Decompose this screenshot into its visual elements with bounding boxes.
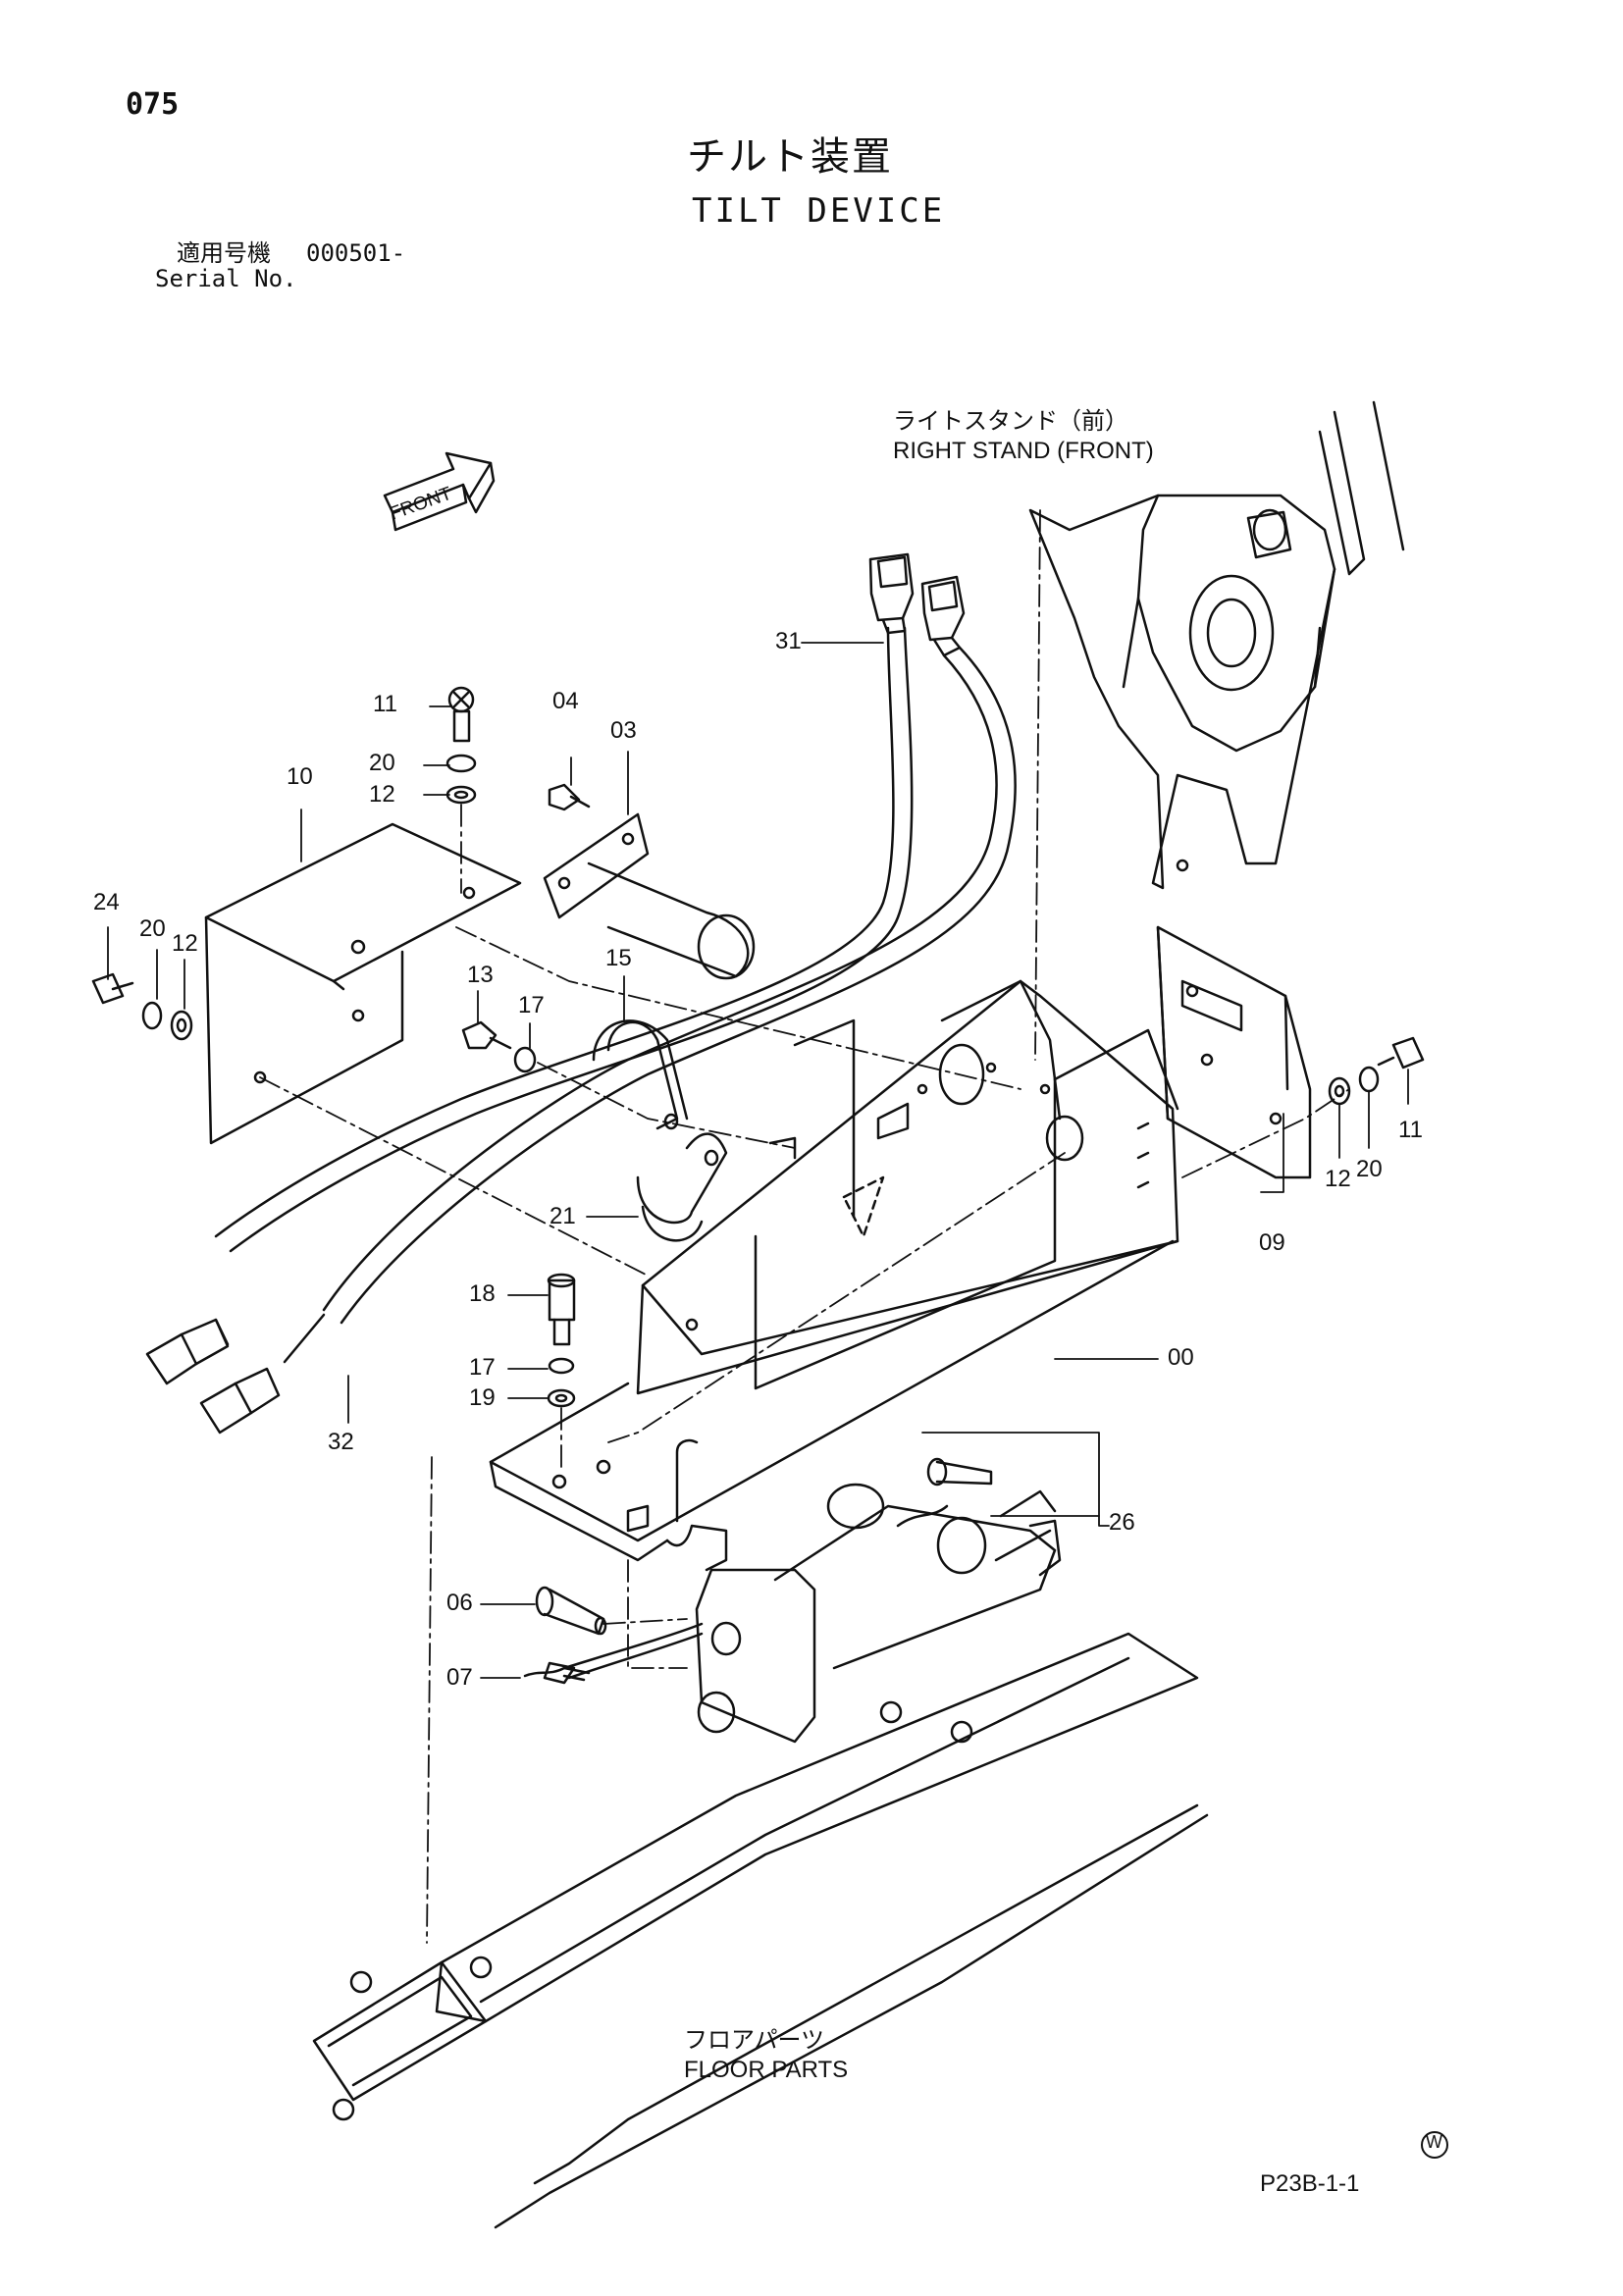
- callout-21: 21: [550, 1203, 576, 1229]
- plate-10: [204, 822, 522, 1145]
- shaft-03: [543, 783, 756, 980]
- bolt-24: [91, 972, 193, 1041]
- callout-00: 00: [1168, 1344, 1194, 1371]
- clamp-21: [636, 1132, 728, 1242]
- main-bracket-00: [489, 979, 1179, 1572]
- callout-11-right: 11: [1398, 1117, 1423, 1143]
- w-mark-icon: [1421, 2131, 1448, 2159]
- callout-07: 07: [446, 1664, 473, 1691]
- callout-12-right: 12: [1325, 1166, 1351, 1192]
- serial-value: 000501-: [306, 239, 406, 267]
- callout-04: 04: [552, 688, 579, 714]
- callout-10: 10: [287, 763, 313, 790]
- callout-06: 06: [446, 1590, 473, 1616]
- pin-set-26: [896, 1457, 1052, 1562]
- title-english: TILT DEVICE: [692, 191, 946, 231]
- front-arrow-icon: FRONT: [383, 451, 496, 532]
- drawing-code: P23B-1-1: [1260, 2170, 1360, 2197]
- callout-12-top: 12: [369, 781, 395, 808]
- callout-20-left: 20: [139, 915, 166, 942]
- bolt-13: [461, 1020, 537, 1073]
- right-stand-label-japanese: ライトスタンド（前）: [893, 408, 1128, 435]
- right-stand-bracket: [1028, 400, 1405, 890]
- clamp-15: [592, 1019, 689, 1130]
- floor-parts: [312, 1632, 1209, 2229]
- wire-harness-31: [145, 552, 1017, 1435]
- leader-lines: [107, 642, 1409, 1679]
- callout-20-top: 20: [369, 750, 395, 776]
- callout-31: 31: [775, 628, 802, 654]
- center-lines: [259, 509, 1350, 1944]
- bolt-11-top: [445, 686, 477, 805]
- callout-32: 32: [328, 1429, 354, 1455]
- tilt-actuator: [543, 1483, 1062, 1744]
- callout-11-top: 11: [373, 691, 397, 717]
- callout-03: 03: [610, 717, 637, 744]
- callout-26: 26: [1109, 1509, 1135, 1536]
- floor-parts-label-japanese: フロアパーツ: [684, 2027, 825, 2054]
- floor-parts-label-english: FLOOR PARTS: [684, 2057, 849, 2083]
- callout-20-right: 20: [1356, 1156, 1383, 1182]
- right-stand-label-english: RIGHT STAND (FRONT): [893, 438, 1154, 464]
- w-mark-letter: W: [1426, 2132, 1442, 2152]
- callout-12-left: 12: [172, 930, 198, 957]
- callout-19: 19: [469, 1384, 496, 1411]
- plate-09: [1156, 925, 1312, 1179]
- title-japanese: チルト装置: [687, 134, 893, 180]
- callout-09: 09: [1259, 1229, 1285, 1256]
- bolt-18: [547, 1273, 576, 1408]
- page-number: 075: [126, 87, 180, 122]
- pin-06: [523, 1586, 607, 1678]
- callout-17-upper: 17: [518, 992, 545, 1018]
- serial-label-japanese: 適用号機: [177, 239, 271, 267]
- serial-label-english: Serial No.: [155, 265, 297, 292]
- callout-15: 15: [605, 945, 632, 971]
- callout-18: 18: [469, 1280, 496, 1307]
- callout-13: 13: [467, 962, 494, 988]
- callout-17-lower: 17: [469, 1354, 496, 1381]
- callout-24: 24: [93, 889, 120, 915]
